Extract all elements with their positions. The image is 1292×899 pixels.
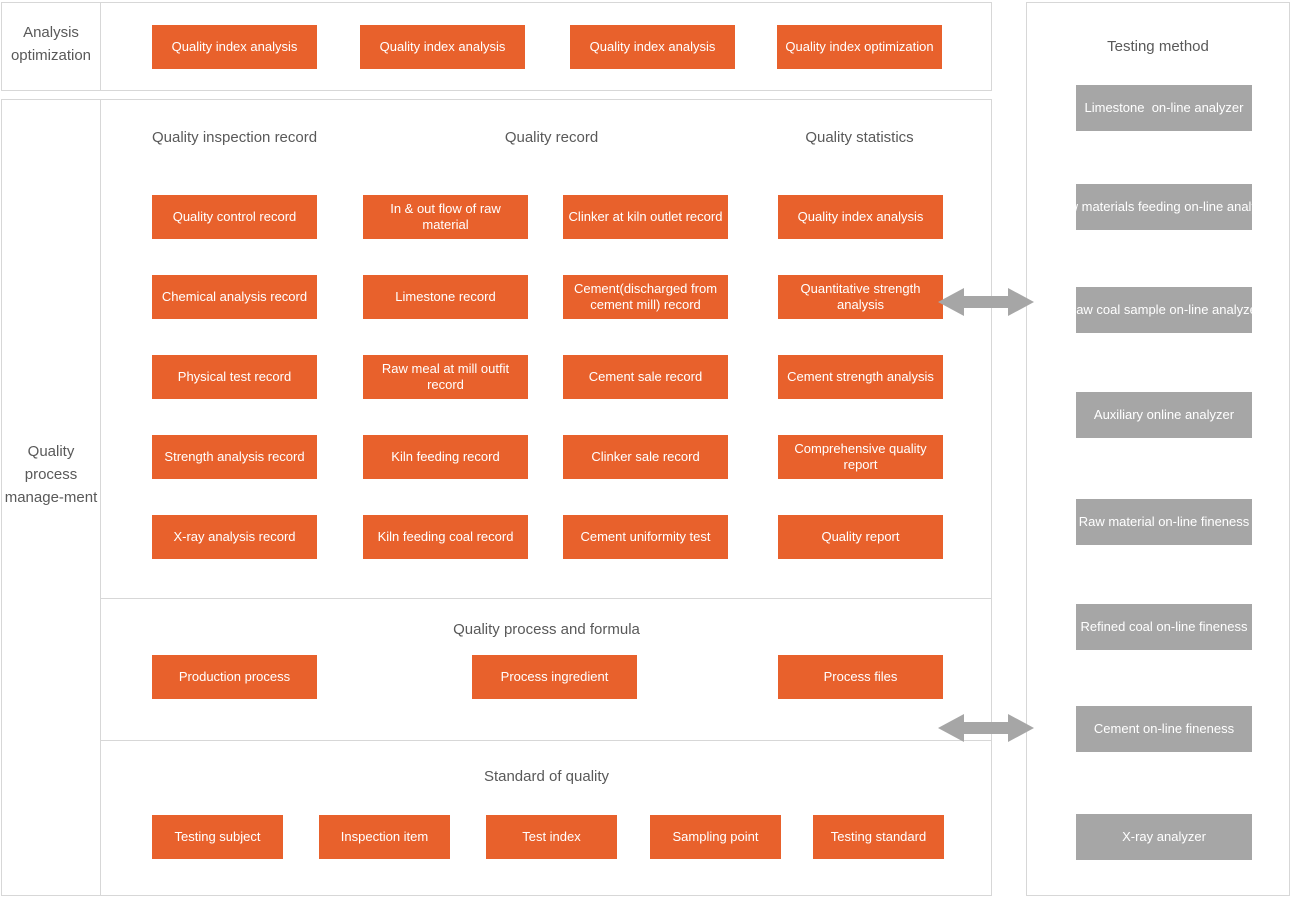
box-in-out-flow-raw-material[interactable]: In & out flow of raw material: [363, 195, 528, 239]
quality-process-management-panel: Quality inspection record Quality record…: [101, 99, 992, 896]
box-cement-uniformity-test[interactable]: Cement uniformity test: [563, 515, 728, 559]
quality-process-management-label: Quality process manage-ment: [4, 443, 98, 506]
box-quality-index-analysis-3[interactable]: Quality index analysis: [570, 25, 735, 69]
analysis-optimization-label: Analysis optimization: [10, 24, 92, 64]
box-raw-materials-feeding-online-analyzer[interactable]: Raw materials feeding on-line analyzer: [1052, 184, 1276, 230]
box-comprehensive-quality-report[interactable]: Comprehensive quality report: [778, 435, 943, 479]
box-x-ray-analysis-record[interactable]: X-ray analysis record: [152, 515, 317, 559]
section-divider-standard: [101, 740, 992, 741]
box-testing-standard[interactable]: Testing standard: [813, 815, 944, 859]
analysis-optimization-row: Quality index analysis Quality index ana…: [101, 2, 992, 91]
box-refined-coal-online-fineness[interactable]: Refined coal on-line fineness: [1076, 604, 1252, 650]
box-quality-index-analysis-2[interactable]: Quality index analysis: [360, 25, 525, 69]
connector-quantitative-strength-to-raw-coal: [938, 282, 1034, 322]
left-cell-quality-process-management: Quality process manage-ment: [1, 99, 101, 896]
box-kiln-feeding-coal-record[interactable]: Kiln feeding coal record: [363, 515, 528, 559]
box-quality-index-analysis-1[interactable]: Quality index analysis: [152, 25, 317, 69]
box-process-ingredient[interactable]: Process ingredient: [472, 655, 637, 699]
box-raw-coal-sample-online-analyzer[interactable]: Raw coal sample on-line analyzer: [1067, 287, 1261, 333]
box-cement-online-fineness[interactable]: Cement on-line fineness: [1076, 706, 1252, 752]
box-limestone-record[interactable]: Limestone record: [363, 275, 528, 319]
header-standard-of-quality: Standard of quality: [483, 768, 610, 785]
header-quality-inspection-record: Quality inspection record: [152, 129, 318, 146]
box-quality-index-analysis-stat[interactable]: Quality index analysis: [778, 195, 943, 239]
box-process-files[interactable]: Process files: [778, 655, 943, 699]
box-test-index[interactable]: Test index: [486, 815, 617, 859]
box-cement-strength-analysis[interactable]: Cement strength analysis: [778, 355, 943, 399]
box-physical-test-record[interactable]: Physical test record: [152, 355, 317, 399]
box-cement-sale-record[interactable]: Cement sale record: [563, 355, 728, 399]
box-auxiliary-online-analyzer[interactable]: Auxiliary online analyzer: [1076, 392, 1252, 438]
header-quality-record: Quality record: [504, 129, 599, 146]
box-quantitative-strength-analysis[interactable]: Quantitative strength analysis: [778, 275, 943, 319]
box-x-ray-analyzer[interactable]: X-ray analyzer: [1076, 814, 1252, 860]
box-strength-analysis-record[interactable]: Strength analysis record: [152, 435, 317, 479]
box-cement-discharged-record[interactable]: Cement(discharged from cement mill) reco…: [563, 275, 728, 319]
box-chemical-analysis-record[interactable]: Chemical analysis record: [152, 275, 317, 319]
header-quality-process-and-formula: Quality process and formula: [453, 621, 640, 638]
header-quality-statistics: Quality statistics: [805, 129, 914, 146]
box-raw-material-online-fineness[interactable]: Raw material on-line fineness: [1076, 499, 1252, 545]
section-divider-process: [101, 598, 992, 599]
box-quality-report[interactable]: Quality report: [778, 515, 943, 559]
box-inspection-item[interactable]: Inspection item: [319, 815, 450, 859]
box-sampling-point[interactable]: Sampling point: [650, 815, 781, 859]
box-clinker-kiln-outlet-record[interactable]: Clinker at kiln outlet record: [563, 195, 728, 239]
left-cell-analysis-optimization: Analysis optimization: [1, 2, 101, 91]
testing-method-panel: Testing method Limestone on-line analyze…: [1026, 2, 1290, 896]
box-kiln-feeding-record[interactable]: Kiln feeding record: [363, 435, 528, 479]
box-clinker-sale-record[interactable]: Clinker sale record: [563, 435, 728, 479]
connector-process-files-to-cement-fineness: [938, 708, 1034, 748]
box-quality-index-optimization[interactable]: Quality index optimization: [777, 25, 942, 69]
header-testing-method: Testing method: [1107, 38, 1209, 55]
box-limestone-online-analyzer[interactable]: Limestone on-line analyzer: [1076, 85, 1252, 131]
box-testing-subject[interactable]: Testing subject: [152, 815, 283, 859]
box-quality-control-record[interactable]: Quality control record: [152, 195, 317, 239]
box-raw-meal-mill-outfit-record[interactable]: Raw meal at mill outfit record: [363, 355, 528, 399]
box-production-process[interactable]: Production process: [152, 655, 317, 699]
